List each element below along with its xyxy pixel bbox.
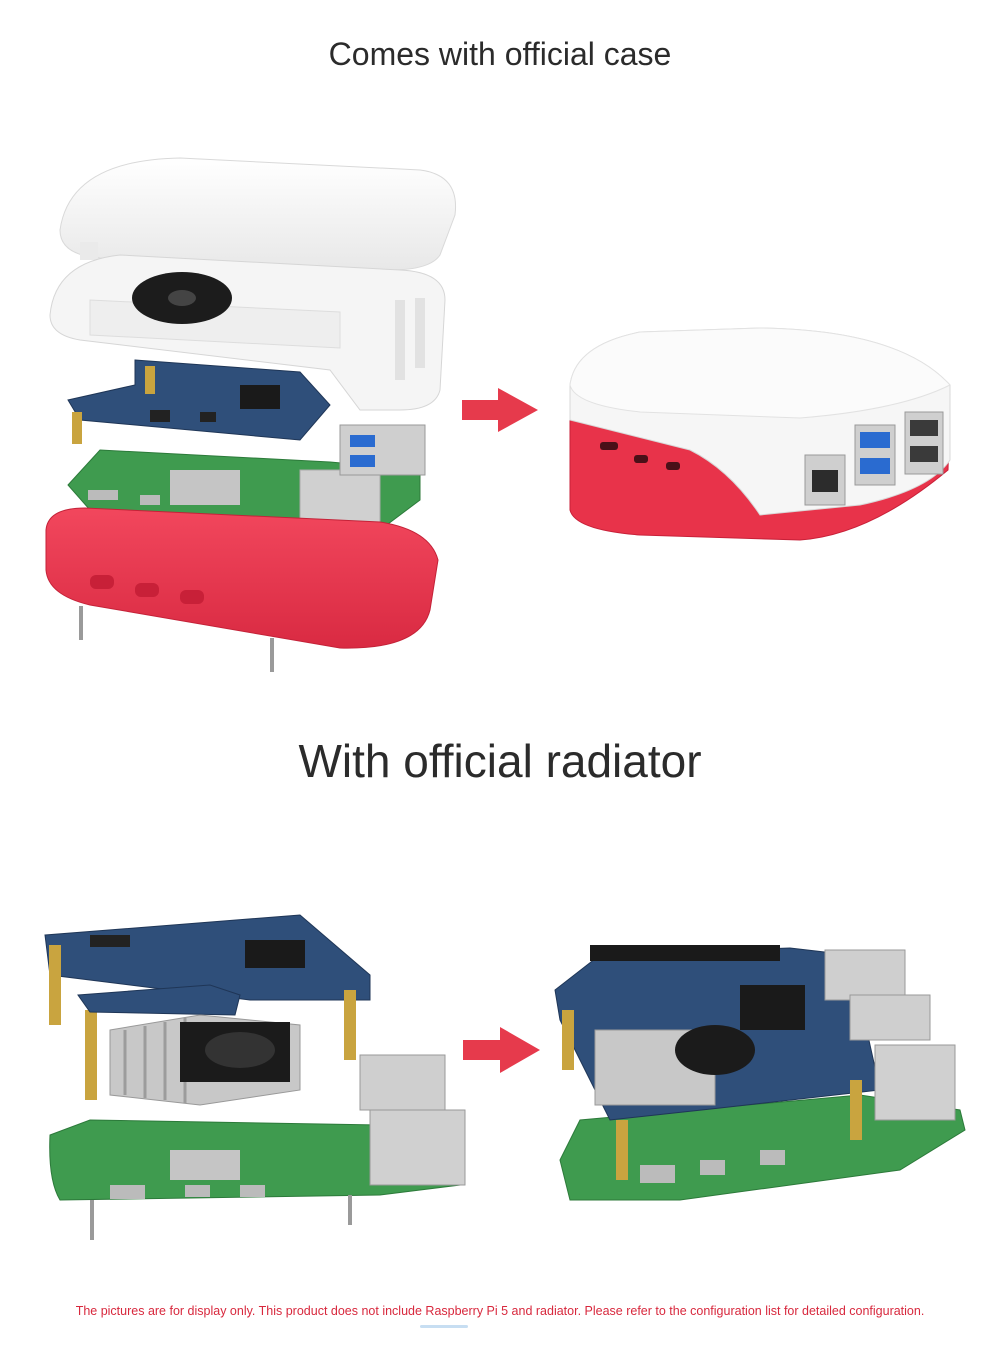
- fan-icon: [675, 1025, 755, 1075]
- fan-icon: [205, 1032, 275, 1068]
- right-arrow-icon: [462, 388, 538, 432]
- assembled-radiator-view: [554, 945, 966, 1201]
- disclaimer-footnote: The pictures are for display only. This …: [75, 1304, 925, 1318]
- heatsink: [109, 1014, 301, 1106]
- exploded-radiator-view: [44, 914, 466, 1240]
- case-top-with-fan: [49, 254, 446, 411]
- heading-official-radiator: With official radiator: [298, 735, 702, 787]
- raspberry-pi-board: [67, 424, 426, 531]
- right-arrow-icon: [463, 1027, 540, 1073]
- decorative-bar: [420, 1325, 468, 1328]
- assembled-case-view: [569, 327, 951, 541]
- case-base-red: [45, 507, 439, 672]
- poe-hat-top-board: [44, 914, 371, 1001]
- raspberry-pi-board-bottom: [49, 1054, 466, 1201]
- poe-hat-board: [67, 359, 331, 444]
- exploded-case-view: [45, 157, 457, 672]
- case-illustration: [45, 157, 951, 672]
- poe-hat-top-board: [554, 947, 881, 1121]
- heading-official-case: Comes with official case: [328, 36, 672, 72]
- gpio-pins: [590, 945, 780, 961]
